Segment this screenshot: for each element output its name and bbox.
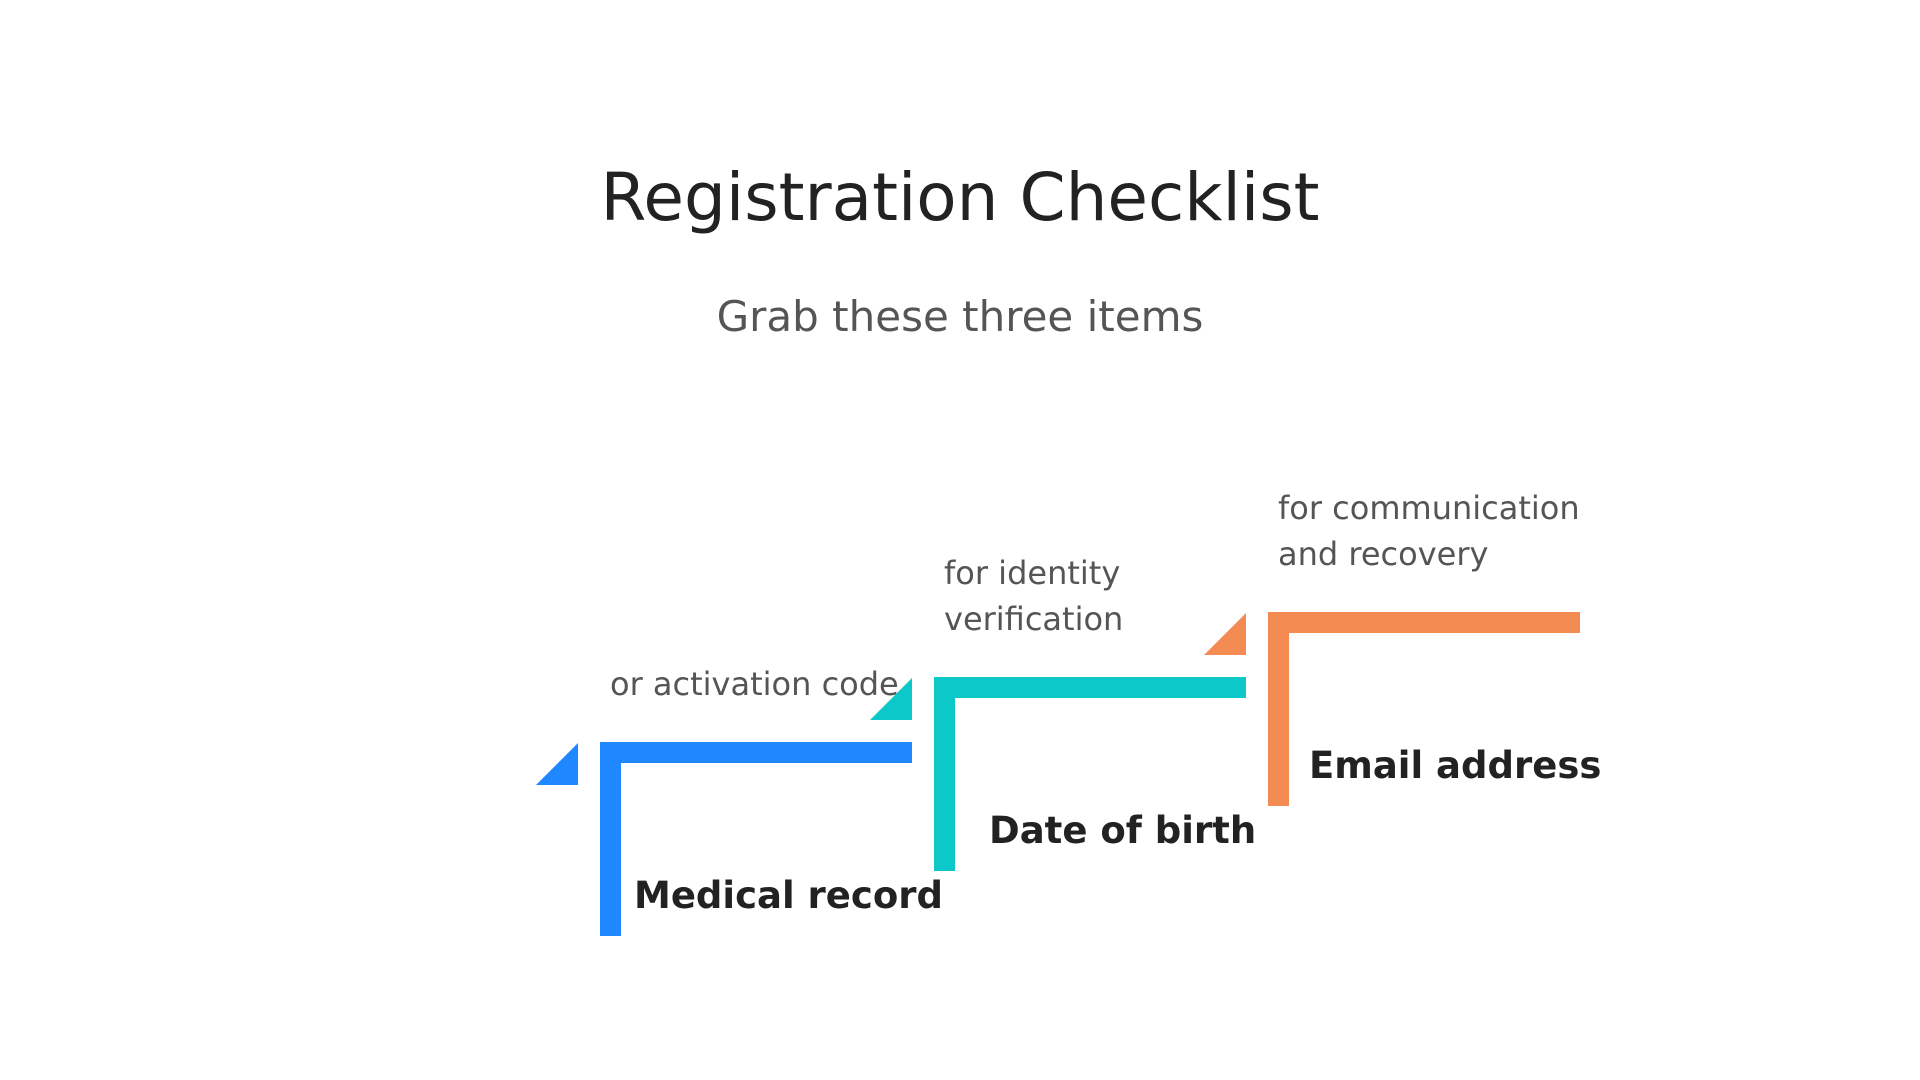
step-1-bar-top bbox=[600, 742, 912, 763]
step-email-address: Email address for communication and reco… bbox=[1204, 489, 1601, 806]
step-medical-record: Medical record or activation code bbox=[536, 665, 943, 936]
page-title: Registration Checklist bbox=[600, 159, 1320, 236]
step-3-bar-vertical bbox=[1268, 612, 1289, 806]
step-2-note-line-1: for identity bbox=[944, 554, 1120, 592]
step-3-note-line-2: and recovery bbox=[1278, 535, 1488, 573]
step-2-corner-triangle bbox=[870, 678, 912, 720]
step-3-bar-top bbox=[1268, 612, 1580, 633]
step-1-bar-vertical bbox=[600, 742, 621, 936]
step-3-corner-triangle bbox=[1204, 613, 1246, 655]
step-2-bar-vertical bbox=[934, 677, 955, 871]
step-1-corner-triangle bbox=[536, 743, 578, 785]
step-3-note-line-1: for communication bbox=[1278, 489, 1580, 527]
page-subtitle: Grab these three items bbox=[716, 292, 1204, 341]
step-2-bar-top bbox=[934, 677, 1246, 698]
step-1-label: Medical record bbox=[634, 874, 943, 917]
step-date-of-birth: Date of birth for identity verification bbox=[870, 554, 1256, 871]
step-3-label: Email address bbox=[1309, 744, 1601, 787]
step-2-note-line-2: verification bbox=[944, 600, 1123, 638]
step-2-label: Date of birth bbox=[989, 809, 1256, 852]
step-1-note-line-1: or activation code bbox=[610, 665, 899, 703]
